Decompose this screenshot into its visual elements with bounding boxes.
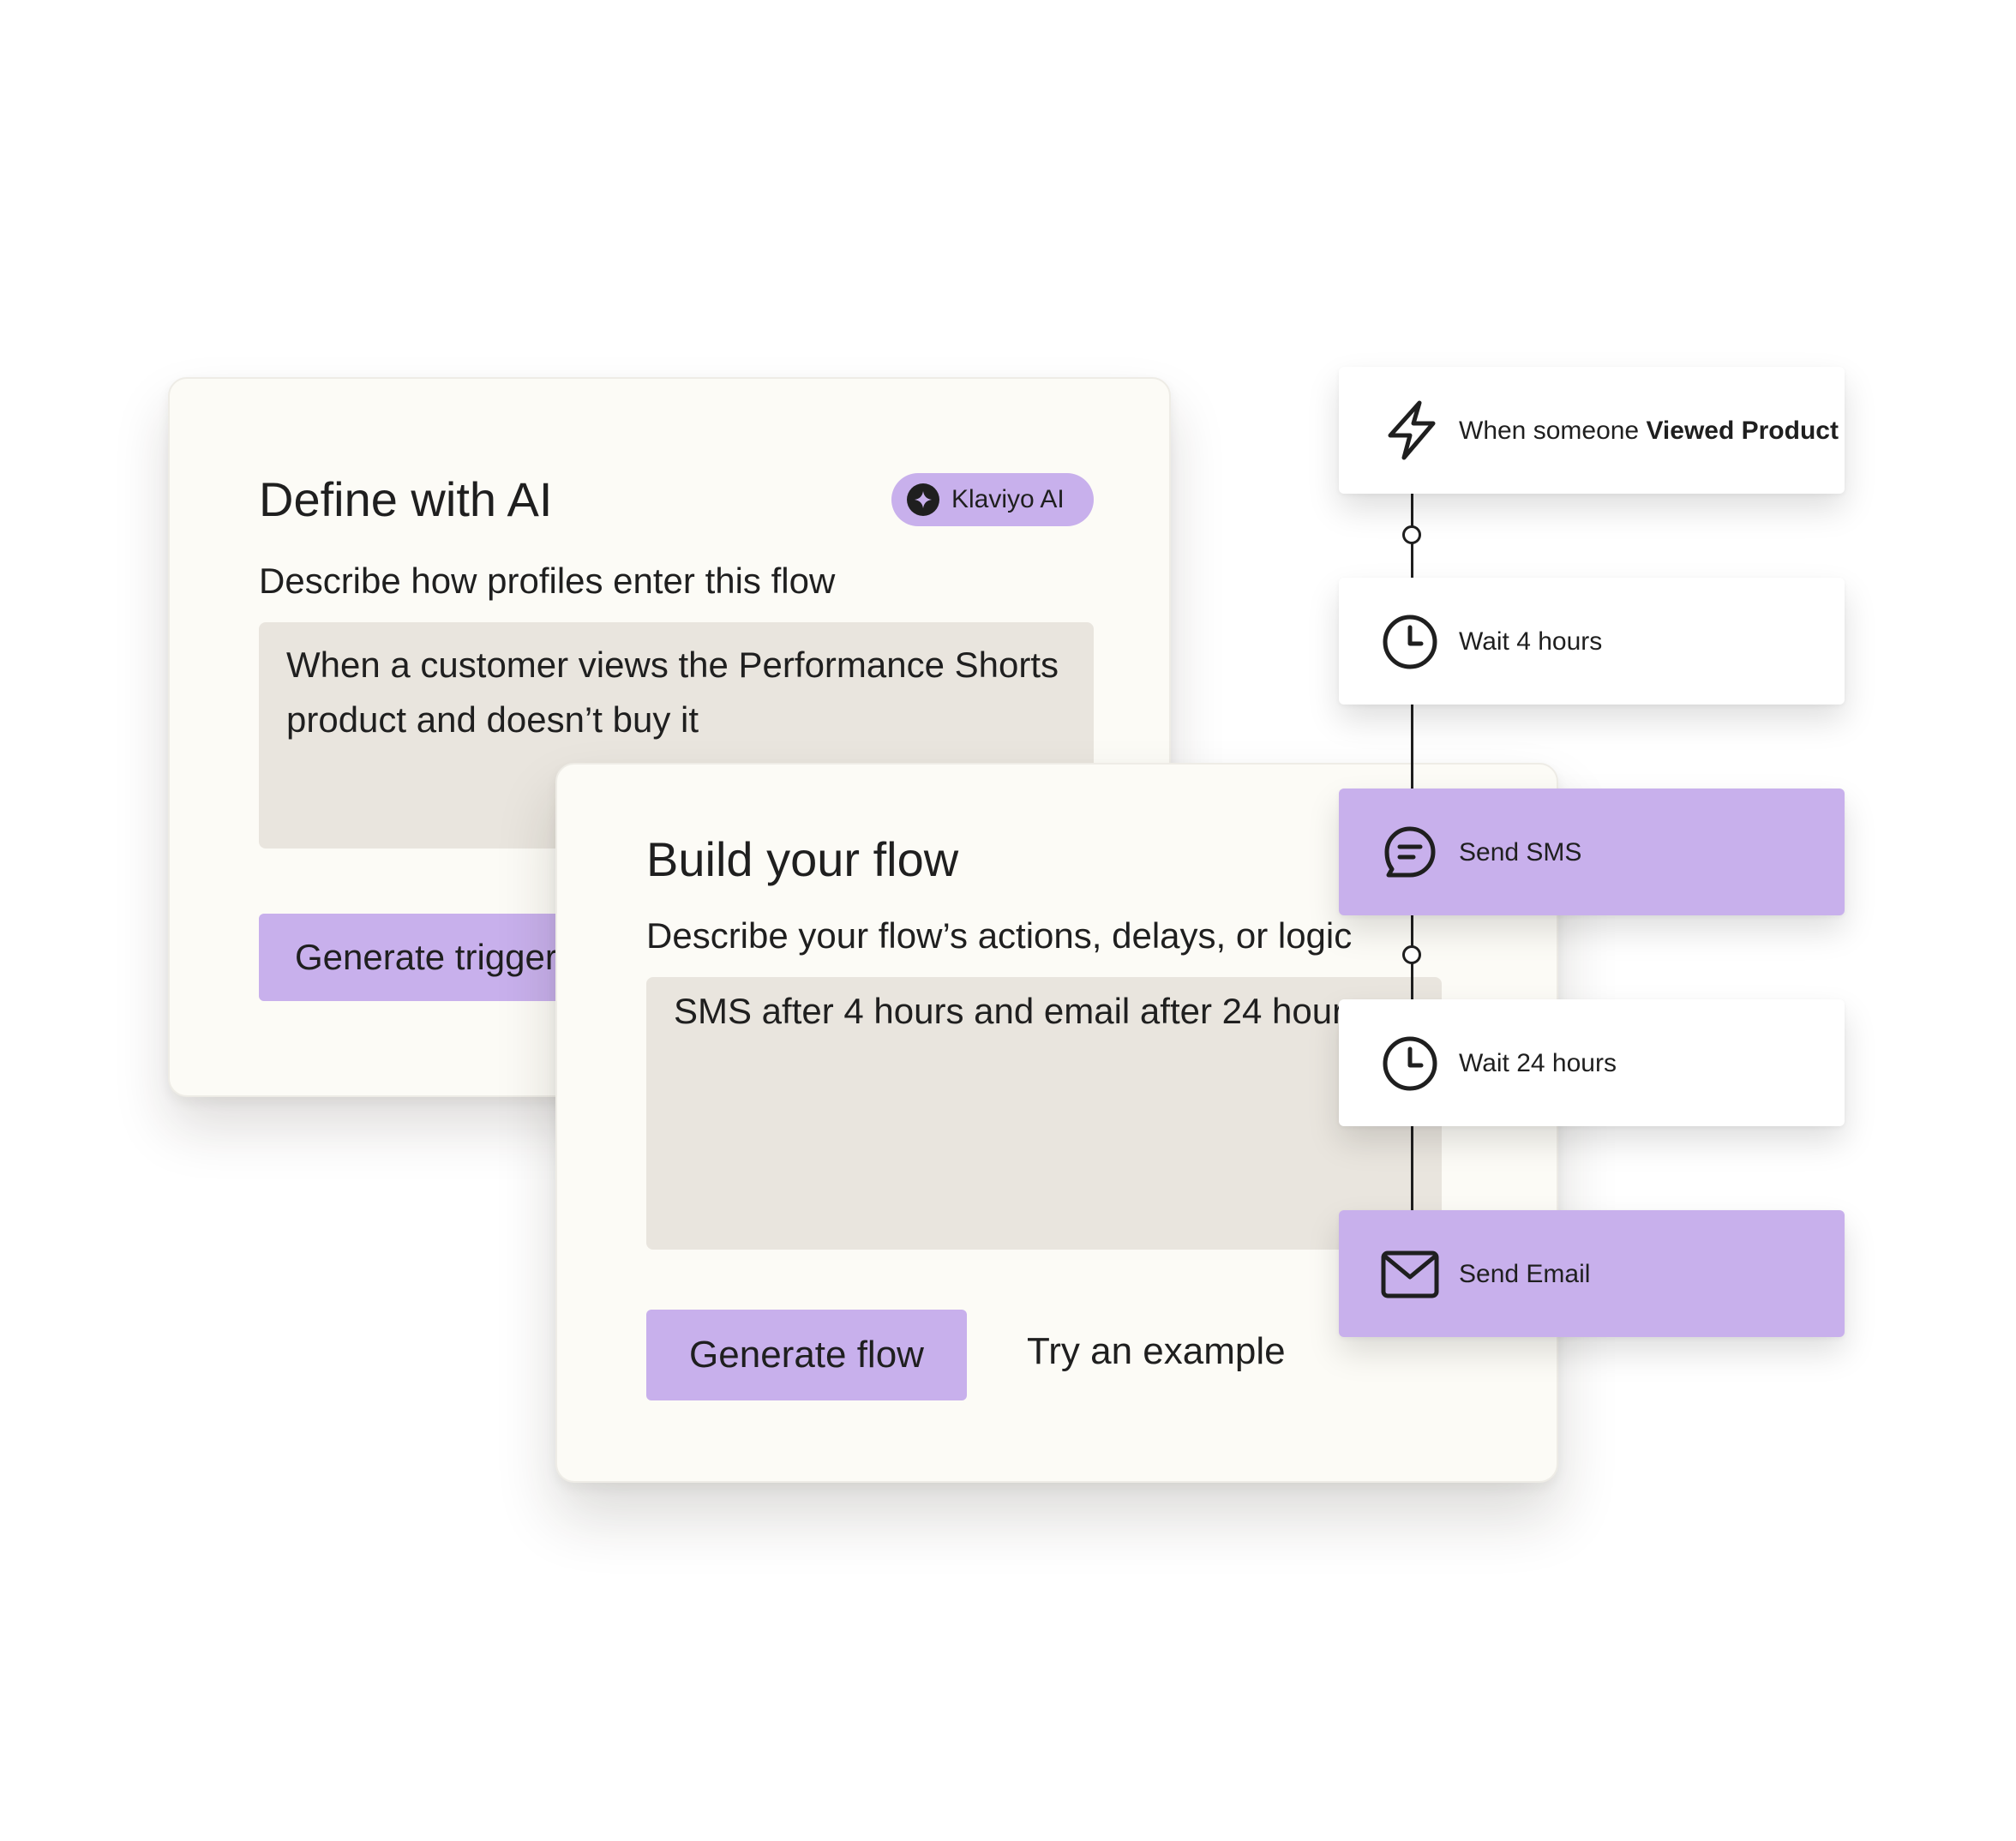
flow-step-wait-4-hours[interactable]: Wait 4 hours xyxy=(1339,578,1845,705)
flow-connector-node xyxy=(1402,945,1421,964)
try-an-example-link[interactable]: Try an example xyxy=(1027,1330,1286,1372)
flow-step-label: Send Email xyxy=(1459,1259,1591,1288)
flow-connector-node xyxy=(1402,525,1421,544)
flow-step-label: Wait 4 hours xyxy=(1459,627,1603,656)
trigger-metric: Viewed Product xyxy=(1646,416,1839,445)
flow-connector xyxy=(1411,703,1413,790)
envelope-icon xyxy=(1380,1246,1439,1303)
flow-step-send-email[interactable]: Send Email xyxy=(1339,1210,1845,1337)
clock-icon xyxy=(1382,614,1438,670)
flow-prompt-label: Describe your flow’s actions, delays, or… xyxy=(646,915,1353,956)
flow-trigger-text: When someone Viewed Product xyxy=(1459,415,1839,447)
flow-step-label: Wait 24 hours xyxy=(1459,1048,1617,1077)
klaviyo-ai-badge-label: Klaviyo AI xyxy=(951,485,1065,513)
define-card-title: Define with AI xyxy=(259,472,553,526)
generate-flow-button[interactable]: Generate flow xyxy=(646,1310,967,1400)
flow-step-wait-24-hours[interactable]: Wait 24 hours xyxy=(1339,999,1845,1126)
trigger-prompt-label: Describe how profiles enter this flow xyxy=(259,561,836,601)
build-card-title: Build your flow xyxy=(646,832,959,886)
flow-prompt-input[interactable]: SMS after 4 hours and email after 24 hou… xyxy=(646,977,1442,1250)
clock-icon xyxy=(1382,1035,1438,1092)
chat-bubble-icon xyxy=(1382,825,1438,881)
klaviyo-ai-badge: Klaviyo AI xyxy=(891,473,1094,526)
flow-step-label: Send SMS xyxy=(1459,837,1582,867)
flow-trigger-step[interactable]: When someone Viewed Product xyxy=(1339,367,1845,494)
flow-step-send-sms[interactable]: Send SMS xyxy=(1339,789,1845,915)
flow-connector xyxy=(1411,1124,1413,1212)
trigger-prefix: When someone xyxy=(1459,416,1647,445)
sparkle-icon xyxy=(907,483,939,516)
lightning-icon xyxy=(1383,399,1440,460)
